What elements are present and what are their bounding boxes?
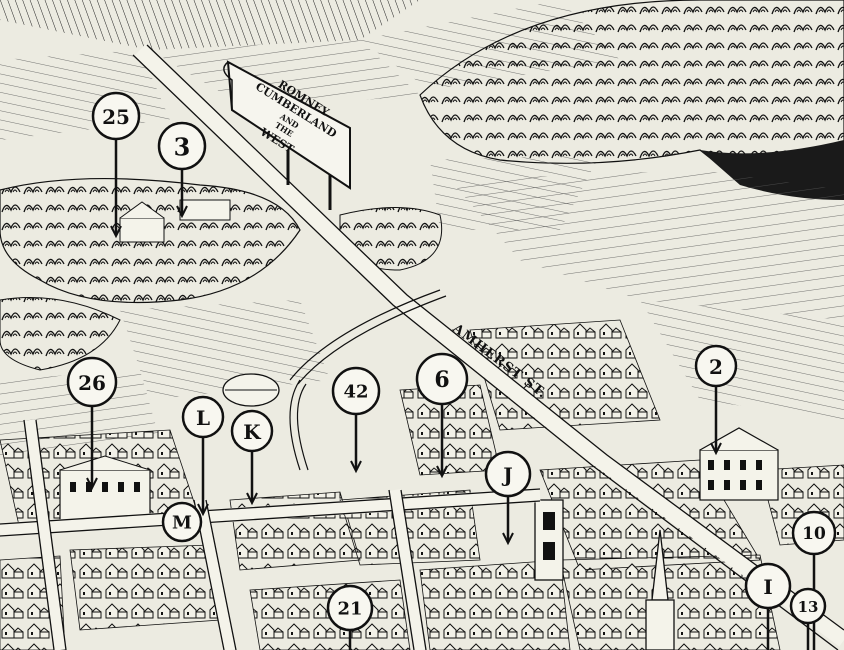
marker-circle-L [181,395,225,439]
marker-label-K: K [243,420,261,444]
fields-mid-right [430,155,844,420]
marker-label-6: 6 [434,367,449,393]
marker-circle-26 [66,356,118,408]
marker-circle-6 [415,352,469,406]
marker-arrowhead-2 [710,442,722,456]
marker-circle-42 [331,366,381,416]
marker-circle-2 [694,344,738,388]
marker-label-J: J [501,463,512,487]
marker-arrowhead-42 [350,460,362,474]
marker-circle-J [484,450,532,498]
marker-label-3: 3 [174,133,191,162]
marker-circle-M [161,501,203,543]
marker-label-M: M [172,513,192,534]
map-marker-21: 21 [326,584,374,650]
map-marker-6: 6 [415,352,469,479]
map-marker-13: 13 [789,587,827,650]
marker-label-10: 10 [802,524,826,544]
marker-label-25: 25 [102,105,130,129]
map-marker-25: 25 [91,91,141,239]
marker-circle-25 [91,91,141,141]
marker-arrowhead-3 [176,205,188,219]
map-marker-J: J [484,450,532,546]
buildings [59,199,779,650]
map-marker-26: 26 [66,356,118,491]
map-markers: 25 3 26L K M 42 6J 2 10I 13 21 [66,91,837,650]
marker-label-2: 2 [709,355,723,379]
map-marker-42: 42 [331,366,381,474]
marker-circle-13 [789,587,827,625]
map-marker-3: 3 [157,121,207,219]
building-25-3 [119,199,231,243]
marker-circle-K [230,409,274,453]
marker-arrowhead-L [197,503,209,517]
church-tower [534,499,564,581]
marker-arrowhead-K [246,492,258,506]
marker-label-21: 21 [337,599,362,620]
marker-circle-21 [326,584,374,632]
map-marker-I: I [744,562,792,650]
roundhouse [222,373,280,407]
marker-arrowhead-J [502,532,514,546]
church-spire [645,529,675,650]
marker-label-I: I [763,575,772,599]
marker-arrowhead-6 [436,465,448,479]
railway [289,289,447,471]
marker-arrowhead-26 [86,477,98,491]
marker-label-26: 26 [78,371,106,395]
marker-label-L: L [196,406,210,430]
marker-label-13: 13 [798,598,819,616]
roads [0,44,844,650]
building-2 [699,427,779,501]
marker-arrowhead-25 [110,225,122,239]
marker-label-42: 42 [343,382,368,403]
map-marker-10: 10 [791,510,837,650]
map-marker-M: M [161,501,203,543]
marker-circle-10 [791,510,837,556]
marker-circle-3 [157,121,207,171]
map-marker-K: K [230,409,274,506]
marker-circle-I [744,562,792,610]
map-marker-2: 2 [694,344,738,456]
map-marker-L: L [181,395,225,517]
